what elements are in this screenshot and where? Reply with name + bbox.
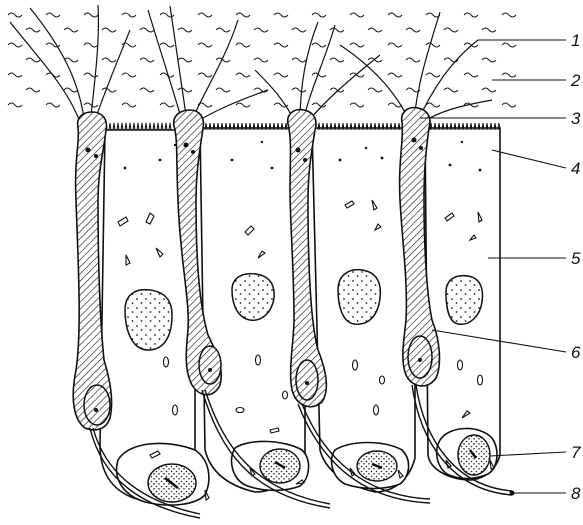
mucus-wave (274, 43, 288, 47)
label-4: 4 (571, 159, 580, 178)
mucus-wave (330, 28, 344, 32)
mucus-wave (312, 73, 326, 77)
mucus-wave (140, 58, 154, 62)
mucus-wave (216, 58, 230, 62)
mucus-wave (388, 13, 402, 17)
mucus-wave (464, 73, 478, 77)
mucus-wave (46, 13, 60, 17)
mucus-wave (254, 58, 268, 62)
mucus-wave (350, 103, 364, 107)
mucus-wave (388, 73, 402, 77)
mucus-wave (312, 43, 326, 47)
mucus-wave (254, 88, 268, 92)
mucus-wave (64, 28, 78, 32)
mucus-wave (502, 73, 516, 77)
label-7: 7 (571, 443, 581, 462)
mucus-wave (444, 88, 458, 92)
mucus-wave (426, 43, 440, 47)
mucus-wave (216, 88, 230, 92)
mucus-wave (406, 28, 420, 32)
mucus-wave (426, 103, 440, 107)
mucus-wave (84, 103, 98, 107)
mucus-wave (160, 73, 174, 77)
mucus-wave (482, 28, 496, 32)
mucus-wave (160, 103, 174, 107)
mucus-wave (406, 58, 420, 62)
mucus-wave (388, 43, 402, 47)
mucus-wave (426, 13, 440, 17)
mucus-wave (198, 43, 212, 47)
mucus-wave (178, 88, 192, 92)
label-8: 8 (571, 484, 581, 503)
mucus-wave (444, 28, 458, 32)
label-3: 3 (571, 109, 581, 128)
mucus-wave (198, 73, 212, 77)
label-2: 2 (570, 71, 581, 90)
mucus-wave (8, 13, 22, 17)
mucus-wave (8, 103, 22, 107)
mucus-wave (426, 73, 440, 77)
mucus-wave (122, 103, 136, 107)
mucus-wave (502, 13, 516, 17)
figure-labels: 1 2 3 4 5 6 7 8 (570, 31, 581, 503)
mucus-wave (46, 103, 60, 107)
mucus-wave (312, 13, 326, 17)
mucus-wave (102, 88, 116, 92)
mucus-wave (368, 88, 382, 92)
mucus-wave (236, 13, 250, 17)
mucus-wave (140, 88, 154, 92)
mucus-wave (26, 28, 40, 32)
mucus-wave (236, 43, 250, 47)
mucus-wave (102, 58, 116, 62)
label-6: 6 (571, 343, 581, 362)
mucus-wave (178, 58, 192, 62)
mucus-wave (26, 58, 40, 62)
mucus-wave (350, 43, 364, 47)
mucus-wave (102, 28, 116, 32)
mucus-wave (274, 13, 288, 17)
mucus-wave (292, 58, 306, 62)
mucus-wave (198, 13, 212, 17)
mucus-wave (482, 88, 496, 92)
mucus-wave (122, 13, 136, 17)
mucus-wave (292, 88, 306, 92)
label-1: 1 (571, 31, 580, 50)
mucus-wave (26, 88, 40, 92)
mucus-wave (216, 28, 230, 32)
mucus-wave (254, 28, 268, 32)
mucus-wave (482, 58, 496, 62)
microvilli-row (105, 123, 171, 130)
mucus-wave (178, 28, 192, 32)
mucus-wave (84, 13, 98, 17)
mucus-wave (236, 73, 250, 77)
mucus-wave (274, 73, 288, 77)
mucus-wave (502, 103, 516, 107)
mucus-wave (350, 13, 364, 17)
mucus-wave (8, 43, 22, 47)
mucus-wave (368, 28, 382, 32)
label-5: 5 (571, 249, 581, 268)
mucus-wave (236, 103, 250, 107)
mucus-wave (140, 28, 154, 32)
mucus-wave (330, 58, 344, 62)
mucus-wave (122, 73, 136, 77)
mucus-wave (8, 73, 22, 77)
mucus-wave (160, 43, 174, 47)
mucus-wave (502, 43, 516, 47)
mucus-wave (464, 13, 478, 17)
mucus-layer (8, 13, 516, 107)
mucus-wave (292, 28, 306, 32)
mucus-wave (64, 88, 78, 92)
mucus-wave (84, 43, 98, 47)
